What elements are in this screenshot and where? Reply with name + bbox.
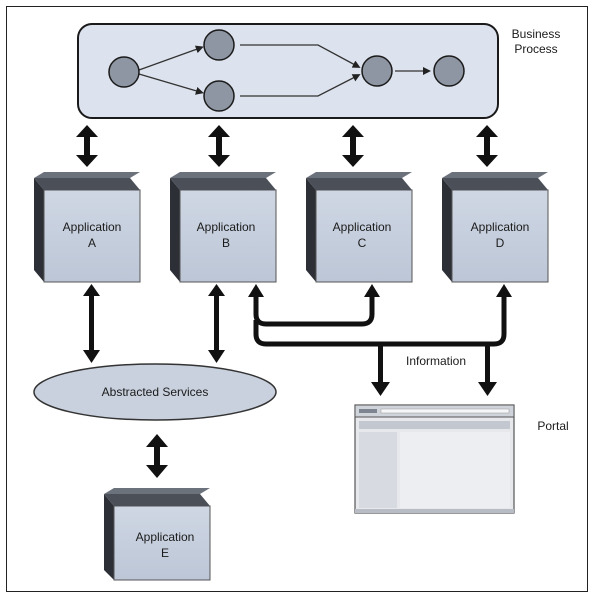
application-a-label: Application bbox=[63, 220, 122, 234]
process-app-arrows bbox=[76, 125, 498, 167]
b-to-c-connector bbox=[248, 284, 380, 327]
double-arrow bbox=[208, 284, 225, 363]
application-c-box bbox=[306, 172, 413, 283]
application-a-letter: A bbox=[88, 236, 96, 250]
double-arrow bbox=[83, 284, 100, 363]
application-c-label: Application bbox=[333, 220, 392, 234]
application-b-letter: B bbox=[222, 236, 230, 250]
business-process-panel bbox=[77, 23, 499, 119]
double-arrow bbox=[208, 125, 230, 167]
double-arrow bbox=[342, 125, 364, 167]
process-node bbox=[203, 29, 235, 61]
information-arrows bbox=[371, 346, 497, 396]
double-arrow bbox=[476, 125, 498, 167]
b-to-d-connector bbox=[253, 284, 512, 347]
application-e-box bbox=[104, 488, 211, 581]
flow-arrow bbox=[240, 74, 361, 97]
double-arrow bbox=[146, 434, 168, 478]
process-node bbox=[361, 55, 393, 87]
application-b-label: Application bbox=[197, 220, 256, 234]
abstracted-services-label: Abstracted Services bbox=[102, 385, 209, 399]
flow-arrow bbox=[138, 73, 204, 95]
double-arrow bbox=[76, 125, 98, 167]
application-d-letter: D bbox=[496, 236, 505, 250]
application-d-box bbox=[442, 172, 549, 283]
services-arrows bbox=[83, 284, 225, 363]
business-process-label-line2: Process bbox=[514, 42, 557, 56]
portal-label: Portal bbox=[537, 419, 568, 433]
flow-arrow bbox=[240, 44, 361, 68]
process-node bbox=[203, 80, 235, 112]
application-d-label: Application bbox=[471, 220, 530, 234]
portal-window bbox=[354, 404, 515, 514]
abstracted-services-ellipse bbox=[33, 363, 277, 421]
application-a-box bbox=[34, 172, 141, 283]
flow-arrow bbox=[138, 45, 204, 71]
business-process-label-line1: Business bbox=[512, 27, 561, 41]
application-e-letter: E bbox=[161, 546, 169, 560]
information-label: Information bbox=[406, 354, 466, 368]
application-e-label: Application bbox=[136, 530, 195, 544]
application-b-box bbox=[170, 172, 277, 283]
application-c-letter: C bbox=[358, 236, 367, 250]
process-node bbox=[108, 56, 140, 88]
process-node bbox=[433, 55, 465, 87]
